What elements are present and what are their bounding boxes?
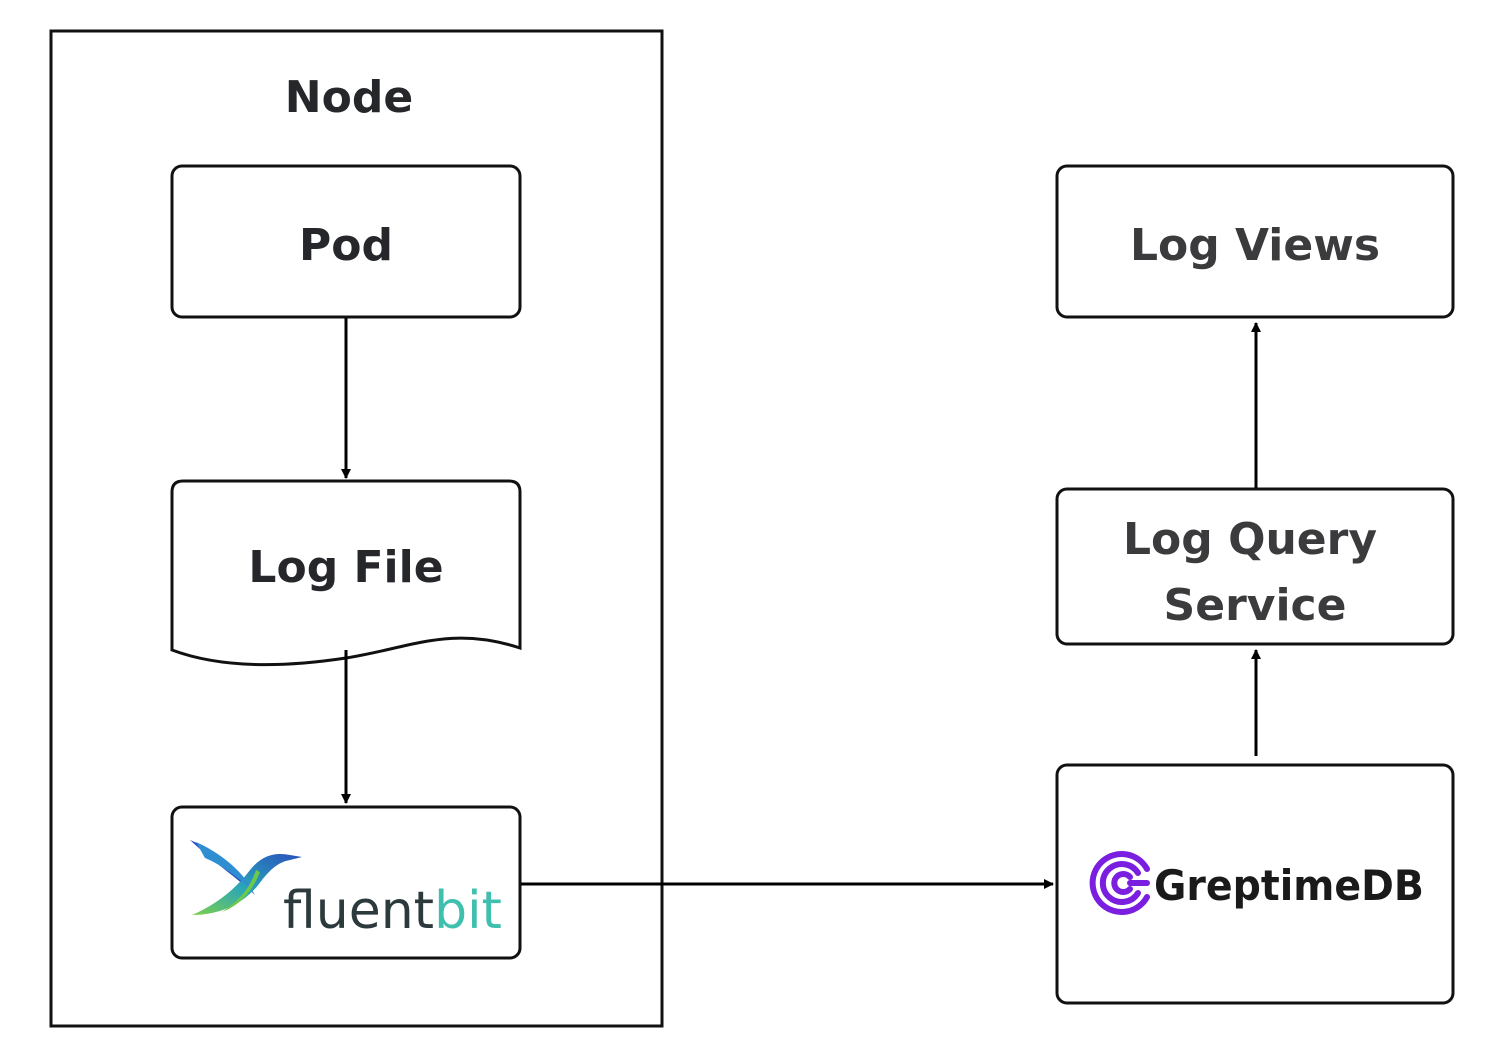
log-file-label: Log File	[248, 542, 443, 593]
node-container: Node	[49, 29, 664, 1028]
greptimedb-wordmark: GreptimeDB	[1154, 861, 1424, 910]
log-views-box: Log Views	[1055, 164, 1455, 319]
log-file-document: Log File	[170, 479, 522, 667]
log-query-service-label-line1: Log Query	[1123, 514, 1377, 565]
fluentbit-wordmark-bit: bit	[434, 881, 502, 941]
log-query-service-label-line2: Service	[1164, 580, 1347, 631]
greptimedb-box: GreptimeDB	[1055, 763, 1455, 1005]
greptimedb-logo-icon	[1089, 851, 1150, 915]
log-views-label: Log Views	[1130, 220, 1380, 271]
node-title: Node	[285, 72, 413, 123]
pod-label: Pod	[299, 220, 393, 271]
fluentbit-box: fluentbit	[170, 805, 522, 960]
fluentbit-hummingbird-icon	[190, 840, 302, 915]
fluentbit-wordmark-fluent: fluent	[283, 881, 434, 941]
fluentbit-wordmark: fluentbit	[283, 881, 502, 941]
log-query-service-box: Log Query Service	[1055, 487, 1455, 646]
pod-box: Pod	[170, 164, 522, 319]
